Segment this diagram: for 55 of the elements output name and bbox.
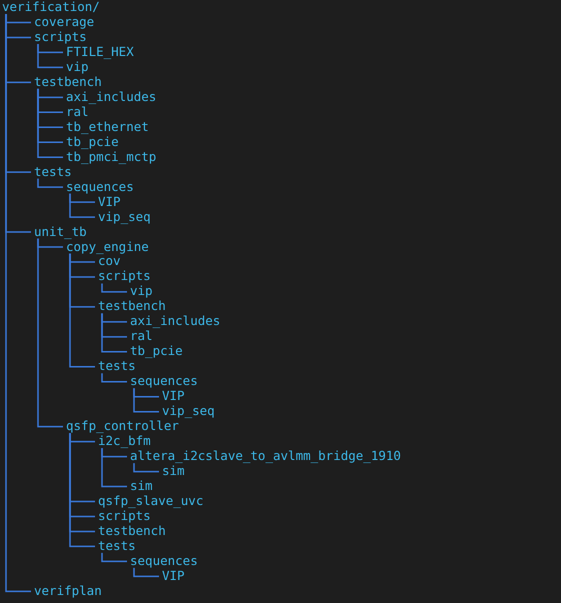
tree-connector bbox=[69, 254, 95, 368]
folder-name: vip bbox=[66, 60, 89, 74]
tree-connector bbox=[101, 448, 127, 488]
folder-name: axi_includes bbox=[130, 314, 220, 328]
tree-connector bbox=[101, 313, 127, 353]
folder-name: testbench bbox=[34, 74, 102, 89]
folder-name: vip_seq bbox=[98, 210, 151, 224]
folder-name: scripts bbox=[98, 508, 151, 523]
tree-connector bbox=[101, 552, 127, 562]
folder-name: verifplan bbox=[34, 584, 102, 598]
folder-name: coverage bbox=[34, 14, 94, 29]
tree-connector bbox=[5, 14, 31, 592]
folder-name: tests bbox=[98, 359, 136, 374]
folder-name: ral bbox=[66, 104, 89, 119]
tree-connector bbox=[37, 88, 63, 158]
folder-name: scripts bbox=[34, 30, 87, 44]
folder-name: tests bbox=[34, 164, 72, 179]
tree-connector bbox=[37, 178, 63, 188]
folder-name: sim bbox=[130, 479, 153, 494]
tree-connector bbox=[133, 568, 159, 578]
tree-connector bbox=[37, 238, 63, 428]
tree-connector bbox=[37, 44, 63, 68]
folder-name: tests bbox=[98, 538, 136, 553]
folder-name: altera_i2cslave_to_avlmm_bridge_1910 bbox=[130, 449, 401, 464]
folder-name: copy_engine bbox=[66, 240, 149, 254]
folder-name: sequences bbox=[130, 554, 198, 568]
folder-name: qsfp_controller bbox=[66, 419, 179, 434]
folder-name: testbench bbox=[98, 524, 166, 538]
folder-name: cov bbox=[98, 254, 121, 268]
tree-connector bbox=[69, 194, 95, 218]
tree-connector bbox=[133, 463, 159, 472]
tree-connector bbox=[133, 388, 159, 412]
folder-name: scripts bbox=[98, 269, 151, 284]
folder-name: vip_seq bbox=[162, 404, 215, 418]
folder-name: unit_tb bbox=[34, 224, 87, 239]
folder-name: tb_pcie bbox=[130, 344, 183, 358]
folder-name: FTILE_HEX bbox=[66, 44, 134, 59]
folder-name: sim bbox=[162, 464, 185, 478]
folder-name: qsfp_slave_uvc bbox=[98, 494, 204, 508]
folder-name: i2c_bfm bbox=[98, 434, 151, 448]
folder-name: verification/ bbox=[2, 0, 100, 14]
tree-connector bbox=[101, 373, 127, 382]
folder-name: tb_pcie bbox=[66, 134, 119, 149]
folder-name: sequences bbox=[130, 374, 198, 388]
folder-name: VIP bbox=[162, 568, 185, 583]
folder-name: ral bbox=[130, 329, 153, 344]
folder-name: vip bbox=[130, 284, 153, 298]
tree-connector bbox=[101, 283, 127, 293]
folder-name: testbench bbox=[98, 299, 166, 314]
folder-name: tb_ethernet bbox=[66, 120, 149, 134]
folder-name: axi_includes bbox=[66, 90, 156, 104]
folder-name: tb_pmci_mctp bbox=[66, 150, 156, 164]
folder-name: sequences bbox=[66, 180, 134, 194]
folder-name: VIP bbox=[162, 389, 185, 404]
folder-name: VIP bbox=[98, 194, 121, 209]
